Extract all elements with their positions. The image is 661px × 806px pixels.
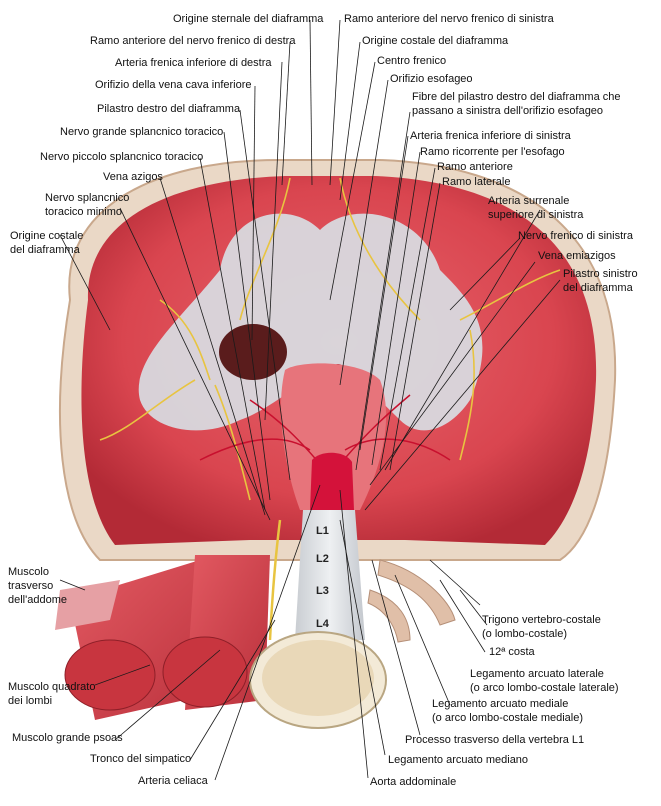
label-arteria-frenica-inferiore-destra: Arteria frenica inferiore di destra [115,57,272,69]
label-tronco-simpatico: Tronco del simpatico [90,753,191,765]
label-muscolo-trasverso-2: trasverso [8,580,53,592]
label-muscolo-trasverso-1: Muscolo [8,566,49,578]
label-arteria-celiaca: Arteria celiaca [138,775,209,787]
label-muscolo-trasverso-3: dell'addome [8,594,67,606]
label-origine-sternale: Origine sternale del diaframma [173,13,324,25]
label-grande-psoas: Muscolo grande psoas [12,732,123,744]
label-ramo-anteriore-frenico-sinistra: Ramo anteriore del nervo frenico di sini… [344,13,555,25]
central-tendon [138,213,483,431]
label-fibre-pilastro-2: passano a sinistra dell'orifizio esofage… [412,105,603,117]
label-dodicesima-costa: 12ª costa [489,646,536,658]
vertebra-L1: L1 [316,525,329,537]
label-centro-frenico: Centro frenico [377,55,446,67]
vertebra-cancellous [262,640,374,716]
vena-cava-opening [219,324,287,380]
label-quadrato-lombi-1: Muscolo quadrato [8,681,95,693]
label-arteria-frenica-inferiore-sinistra: Arteria frenica inferiore di sinistra [410,130,572,142]
label-legamento-arcuato-mediale-1: Legamento arcuato mediale [432,698,568,710]
label-nervo-frenico-sinistra: Nervo frenico di sinistra [518,230,634,242]
label-nervo-splancnico-minimo-2: toracico minimo [45,206,122,218]
crura [280,363,387,510]
label-legamento-arcuato-laterale-2: (o arco lombo-costale laterale) [470,682,619,694]
label-origine-costale-top: Origine costale del diaframma [362,35,509,47]
leader-lines [59,19,561,781]
label-nervo-piccolo-splancnico: Nervo piccolo splancnico toracico [40,151,203,163]
label-legamento-arcuato-laterale-1: Legamento arcuato laterale [470,668,604,680]
label-ramo-laterale: Ramo laterale [442,176,510,188]
label-origine-costale-left-1: Origine costale [10,230,83,242]
label-nervo-splancnico-minimo-1: Nervo splancnico [45,192,129,204]
label-vena-emiazigos: Vena emiazigos [538,250,616,262]
label-ramo-ricorrente-esofago: Ramo ricorrente per l'esofago [420,146,565,158]
label-arteria-surrenale-2: superiore di sinistra [488,209,584,221]
label-orifizio-vena-cava: Orifizio della vena cava inferiore [95,79,252,91]
aorta [310,452,354,510]
vertebra-L3: L3 [316,585,329,597]
label-vena-azigos: Vena azigos [103,171,163,183]
label-legamento-arcuato-mediano: Legamento arcuato mediano [388,754,528,766]
label-ramo-anteriore: Ramo anteriore [437,161,513,173]
label-pilastro-sinistro-2: del diaframma [563,282,634,294]
label-arteria-surrenale-1: Arteria surrenale [488,195,569,207]
label-legamento-arcuato-mediale-2: (o arco lombo-costale mediale) [432,712,583,724]
label-trigono-2: (o lombo-costale) [482,628,567,640]
label-trigono-1: Trigono vertebro-costale [482,614,601,626]
label-fibre-pilastro-1: Fibre del pilastro destro del diaframma … [412,91,620,103]
vertebra-L2: L2 [316,553,329,565]
label-origine-costale-left-2: del diaframma [10,244,81,256]
label-ramo-anteriore-frenico-destra: Ramo anteriore del nervo frenico di dest… [90,35,296,47]
label-pilastro-destro: Pilastro destro del diaframma [97,103,241,115]
label-orifizio-esofageo: Orifizio esofageo [390,73,473,85]
psoas-section [162,636,248,708]
label-nervo-grande-splancnico: Nervo grande splancnico toracico [60,126,223,138]
label-aorta-addominale: Aorta addominale [370,776,456,788]
label-processo-trasverso-L1: Processo trasverso della vertebra L1 [405,734,584,746]
quadratus-section [64,639,156,711]
label-pilastro-sinistro-1: Pilastro sinistro [563,268,638,280]
label-quadrato-lombi-2: dei lombi [8,695,52,707]
transversus-abdominis [55,580,120,630]
vertebra-L4: L4 [316,618,330,630]
ribs-right [367,559,456,643]
lumbar-spine [295,510,365,640]
